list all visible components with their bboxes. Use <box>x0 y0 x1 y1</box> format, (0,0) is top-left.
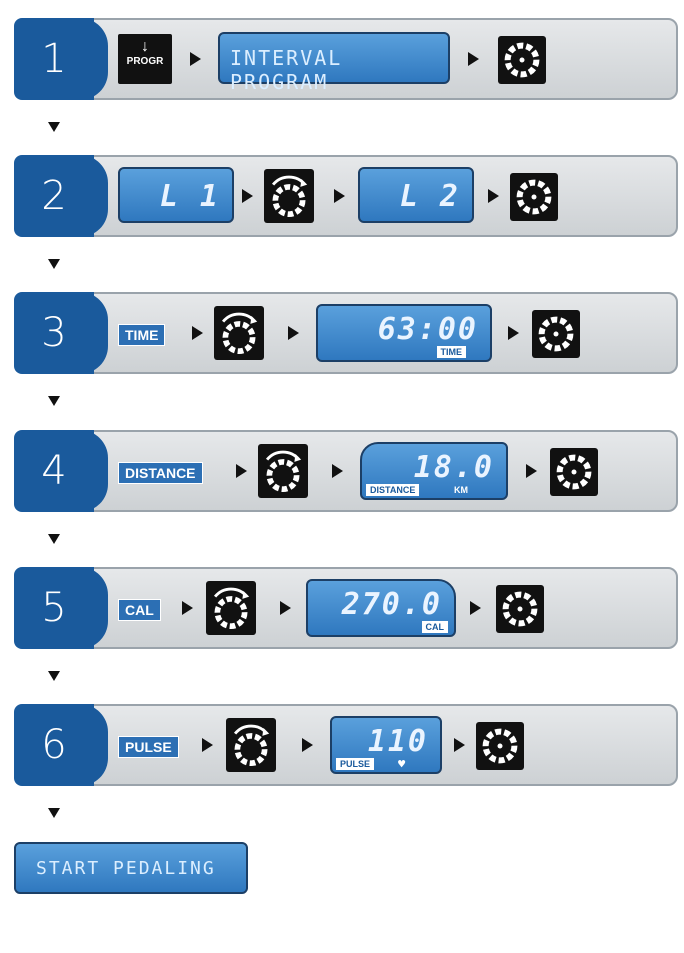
rotary-dial-icon <box>206 581 256 635</box>
down-arrow-icon <box>48 808 60 818</box>
rotary-dial-icon <box>226 718 276 772</box>
calories-display: 270.0 CAL <box>306 579 456 637</box>
arrow-icon <box>470 601 481 615</box>
arrow-icon <box>454 738 465 752</box>
arrow-icon <box>182 601 193 615</box>
dial-press-icon <box>532 310 580 358</box>
down-arrow-icon <box>48 122 60 132</box>
time-tag: TIME <box>118 324 166 346</box>
arrow-icon <box>236 464 247 478</box>
rotary-dial-icon <box>264 169 314 223</box>
arrow-icon <box>192 326 203 340</box>
rotary-dial-icon <box>214 306 264 360</box>
step-number: 2 <box>14 155 108 237</box>
arrow-icon <box>488 189 499 203</box>
step-number: 4 <box>14 430 108 512</box>
step-5: 5 CAL 270.0 CAL <box>14 567 678 649</box>
display-text: L 2 <box>399 179 460 214</box>
dial-press-icon <box>498 36 546 84</box>
display-label: TIME <box>436 346 466 358</box>
pulse-tag: PULSE <box>118 736 179 758</box>
arrow-icon <box>334 189 345 203</box>
level-display-1: L 1 <box>118 167 234 223</box>
dial-press-icon <box>496 585 544 633</box>
down-arrow-icon <box>48 396 60 406</box>
arrow-icon <box>190 52 201 66</box>
down-arrow-icon <box>48 671 60 681</box>
progr-label: PROGR <box>126 56 164 67</box>
pulse-display: 110 PULSE ♥ <box>330 716 442 774</box>
step-3: 3 TIME 63:00 TIME <box>14 292 678 374</box>
display-label: PULSE <box>336 758 375 770</box>
arrow-icon <box>508 326 519 340</box>
display-text: L 1 <box>159 179 220 214</box>
arrow-icon <box>468 52 479 66</box>
display-label: CAL <box>421 621 448 633</box>
display-text: INTERVAL PROGRAM <box>230 46 343 94</box>
arrow-icon <box>302 738 313 752</box>
dial-press-icon <box>476 722 524 770</box>
arrow-icon <box>526 464 537 478</box>
time-display: 63:00 TIME <box>316 304 492 362</box>
display-text: 18.0 <box>413 450 494 485</box>
arrow-icon <box>242 189 253 203</box>
down-arrow-icon <box>48 534 60 544</box>
display-unit: KM <box>454 485 468 495</box>
display-text: 270.0 <box>341 587 442 622</box>
display-label: DISTANCE <box>366 484 420 496</box>
step-number: 6 <box>14 704 108 786</box>
rotary-dial-icon <box>258 444 308 498</box>
arrow-icon <box>332 464 343 478</box>
heart-icon: ♥ <box>398 757 406 771</box>
progr-button-icon: ↓ PROGR <box>118 34 172 84</box>
step-4: 4 DISTANCE 18.0 DISTANCE KM <box>14 430 678 512</box>
step-2: 2 L 1 L 2 <box>14 155 678 237</box>
dial-press-icon <box>510 173 558 221</box>
arrow-icon <box>202 738 213 752</box>
display-text: 110 <box>367 724 428 759</box>
step-number: 1 <box>14 18 108 100</box>
cal-tag: CAL <box>118 599 161 621</box>
dial-press-icon <box>550 448 598 496</box>
level-display-2: L 2 <box>358 167 474 223</box>
step-number: 5 <box>14 567 108 649</box>
distance-tag: DISTANCE <box>118 462 203 484</box>
down-arrow-icon <box>48 259 60 269</box>
display-text: 63:00 <box>377 312 478 347</box>
interval-program-display: INTERVAL PROGRAM <box>218 32 450 94</box>
display-text: START PEDALING <box>36 858 216 879</box>
arrow-icon <box>288 326 299 340</box>
step-6: 6 PULSE 110 PULSE ♥ <box>14 704 678 786</box>
distance-display: 18.0 DISTANCE KM <box>360 442 508 500</box>
step-1: 1 ↓ PROGR INTERVAL PROGRAM <box>14 18 678 100</box>
step-number: 3 <box>14 292 108 374</box>
start-pedaling-display: START PEDALING <box>14 842 248 894</box>
arrow-icon <box>280 601 291 615</box>
